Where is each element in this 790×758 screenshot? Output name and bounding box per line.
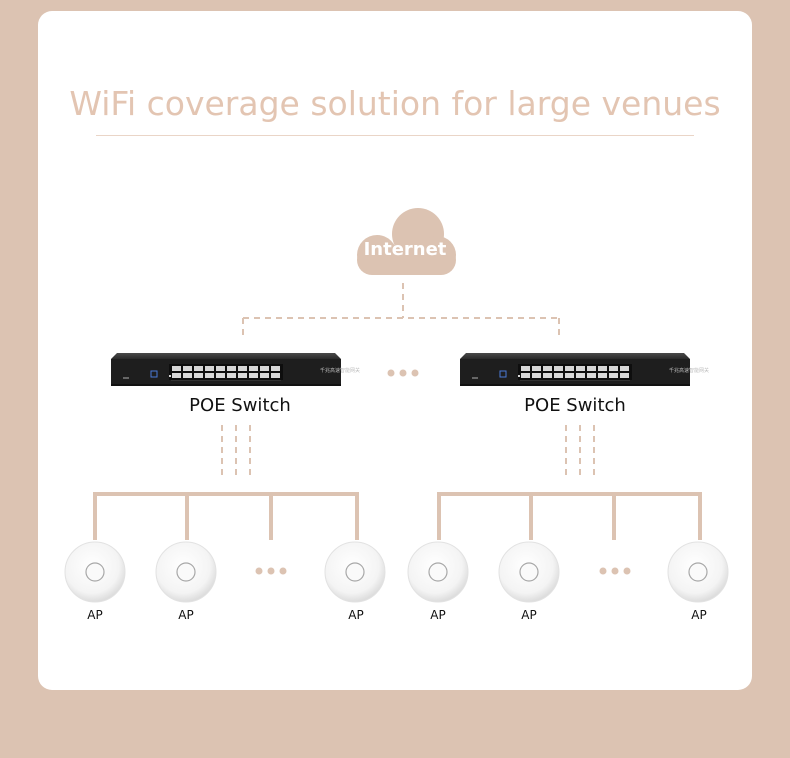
ap-label: AP — [430, 608, 446, 622]
access-point-icon — [407, 541, 469, 603]
ap-label: AP — [348, 608, 364, 622]
title-divider — [96, 135, 694, 136]
distribution-bus — [93, 492, 702, 540]
ap-label: AP — [87, 608, 103, 622]
uplink-lines — [242, 283, 560, 339]
switch-faceplate-label: 千兆高速智能网关 — [669, 367, 709, 374]
page-title: WiFi coverage solution for large venues — [69, 84, 721, 123]
access-point-icon — [324, 541, 386, 603]
poe-switch-left-icon: 千兆高速智能网关 — [110, 352, 360, 387]
access-point-icon — [64, 541, 126, 603]
internet-cloud-icon — [357, 208, 456, 275]
switch-label: POE Switch — [189, 395, 291, 416]
ap-label: AP — [178, 608, 194, 622]
ap-label: AP — [521, 608, 537, 622]
switch-faceplate-label: 千兆高速智能网关 — [320, 367, 360, 374]
switch-label: POE Switch — [524, 395, 626, 416]
access-point-icon — [498, 541, 560, 603]
poe-switch-right-icon: 千兆高速智能网关 — [459, 352, 709, 387]
access-point-icon — [155, 541, 217, 603]
downlink-lines — [221, 425, 595, 478]
internet-label: Internet — [363, 239, 447, 260]
more-switches-ellipsis — [387, 369, 419, 377]
access-point-icon — [667, 541, 729, 603]
ap-label: AP — [691, 608, 707, 622]
more-aps-ellipsis — [255, 567, 631, 575]
